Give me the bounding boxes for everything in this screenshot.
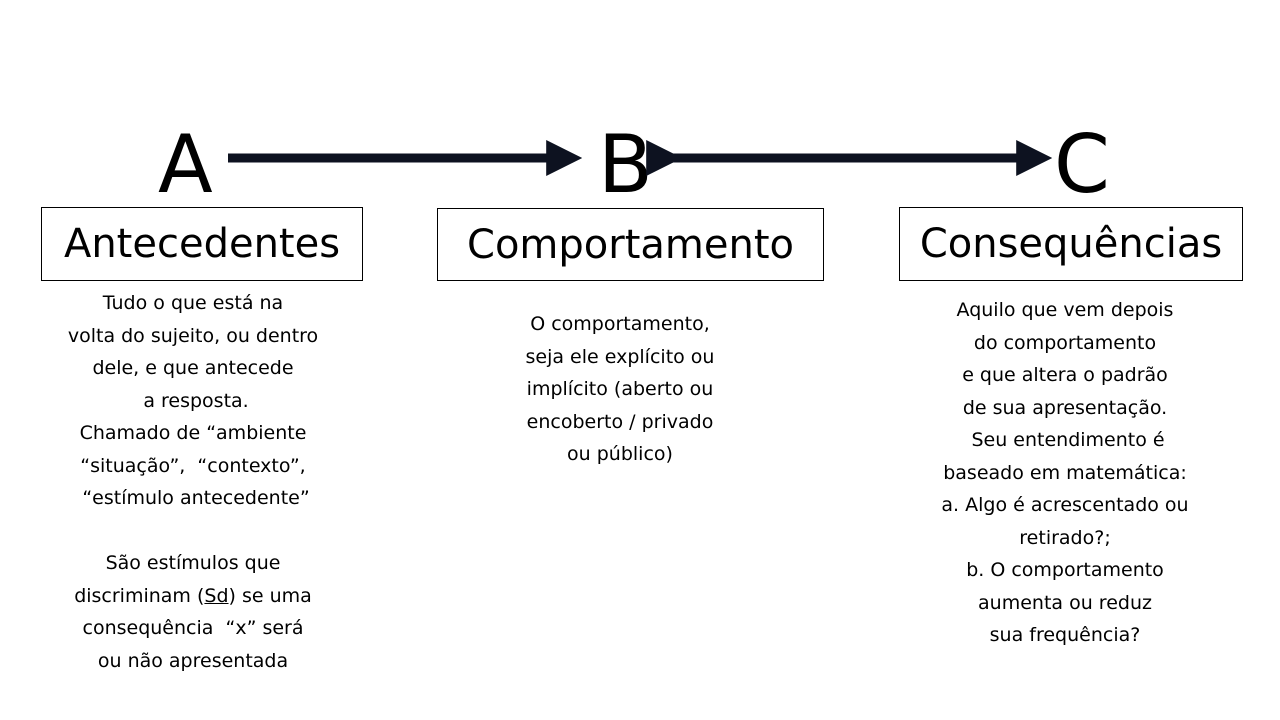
antecedentes-description: Tudo o que está na volta do sujeito, ou … <box>28 287 358 677</box>
desc-c-line: a. Algo é acrescentado ou <box>941 494 1189 516</box>
desc-c-line: aumenta ou reduz <box>978 591 1152 614</box>
letter-a: A <box>158 118 213 211</box>
desc-a-line: volta do sujeito, ou dentro <box>67 324 319 347</box>
consequencias-box: Consequências <box>899 207 1243 281</box>
desc-c-line: de sua apresentação. <box>962 396 1168 419</box>
desc-a-sd-prefix: discriminam ( <box>74 584 205 607</box>
desc-a-line: São estímulos que <box>105 552 281 574</box>
desc-a-line: dele, e que antecede <box>92 357 294 379</box>
desc-c-line: baseado em matemática: <box>943 461 1187 484</box>
desc-c-line: Aquilo que vem depois <box>956 299 1174 321</box>
desc-a-sd-line: discriminam (Sd) se uma <box>28 580 358 613</box>
desc-a-sd-suffix: ) se uma <box>228 584 312 607</box>
letter-b: B <box>598 118 653 211</box>
desc-c-line: do comportamento <box>973 331 1157 354</box>
desc-b-line: implícito (aberto ou <box>526 378 714 400</box>
desc-a-line: a resposta. <box>137 389 249 412</box>
comportamento-label: Comportamento <box>467 221 794 268</box>
desc-c-line: sua frequência? <box>989 624 1141 646</box>
comportamento-box: Comportamento <box>437 208 824 281</box>
desc-c-line: retirado?; <box>1019 526 1111 549</box>
desc-c-line: b. O comportamento <box>966 559 1164 581</box>
desc-b-line: O comportamento, <box>530 313 710 335</box>
desc-a-spacer <box>28 515 358 548</box>
comportamento-description: O comportamento, seja ele explícito ou i… <box>470 308 770 471</box>
desc-b-line: seja ele explícito ou <box>525 345 715 368</box>
desc-b-line: encoberto / privado <box>526 410 714 433</box>
consequencias-description: Aquilo que vem depois do comportamento e… <box>905 294 1225 652</box>
antecedentes-box: Antecedentes <box>41 207 363 281</box>
antecedentes-label: Antecedentes <box>63 221 341 267</box>
desc-a-line: “estímulo antecedente” <box>76 487 310 509</box>
desc-c-line: Seu entendimento é <box>965 429 1165 451</box>
letter-c: C <box>1054 118 1110 211</box>
desc-a-line: Chamado de “ambiente <box>79 422 307 444</box>
desc-b-line: ou público) <box>567 443 673 465</box>
desc-a-line: consequência “x” será <box>82 617 304 639</box>
desc-a-line: ou não apresentada <box>97 649 289 672</box>
desc-a-line: “situação”, “contexto”, <box>80 454 306 477</box>
desc-a-line: Tudo o que está na <box>102 292 284 314</box>
sd-abbreviation: Sd <box>204 584 229 607</box>
consequencias-label: Consequências <box>919 221 1223 267</box>
desc-c-line: e que altera o padrão <box>962 364 1168 386</box>
